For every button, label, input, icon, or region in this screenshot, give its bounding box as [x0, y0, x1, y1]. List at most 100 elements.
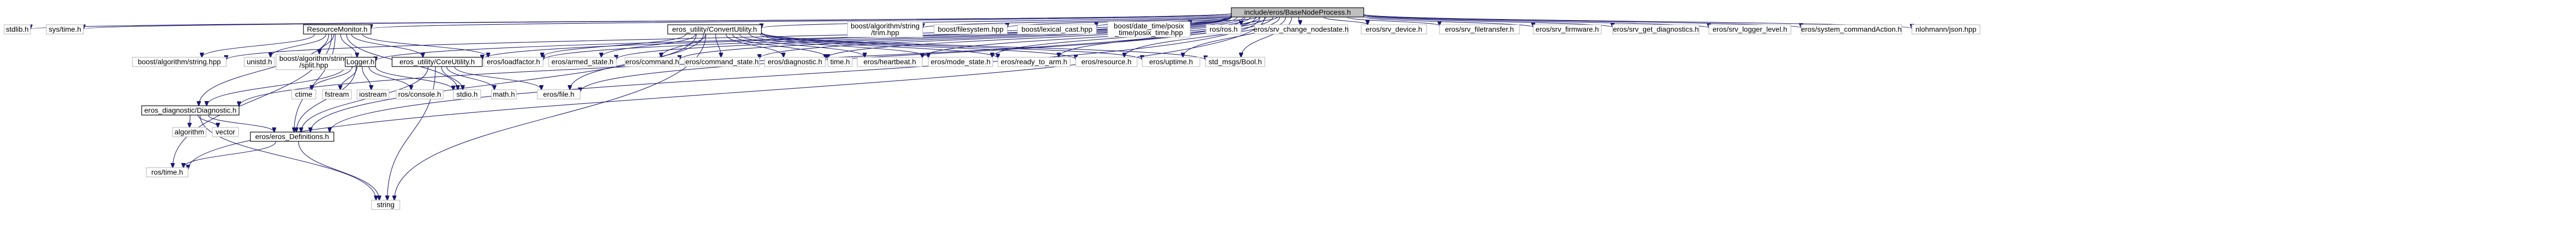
- node-label: vector: [215, 128, 235, 136]
- edge-convutil-to-timeh: [732, 34, 828, 59]
- node-box: [537, 89, 581, 100]
- node-ctime[interactable]: ctime: [291, 89, 316, 100]
- node-stdio[interactable]: stdio.h: [453, 89, 481, 100]
- node-fstream[interactable]: fstream: [322, 89, 352, 100]
- edge-logger-to-ctime: [312, 66, 353, 90]
- node-mathh[interactable]: math.h: [491, 89, 517, 100]
- node-label: ros/console.h: [398, 90, 441, 99]
- node-box: [291, 89, 316, 100]
- node-eros-diag[interactable]: eros_diagnostic/Diagnostic.h: [141, 105, 240, 116]
- node-coreutil[interactable]: eros_utility/CoreUtility.h: [392, 57, 483, 67]
- node-label: eros/system_commandAction.h: [1801, 25, 1902, 34]
- node-box: [1708, 24, 1791, 35]
- node-srv-logger[interactable]: eros/srv_logger_level.h: [1708, 24, 1791, 35]
- node-label: math.h: [493, 90, 515, 99]
- edge-root-to-heartbeat: [922, 17, 1260, 58]
- edge-layer: [30, 13, 1912, 200]
- node-command[interactable]: eros/command.h: [624, 57, 680, 67]
- node-box: [857, 57, 923, 67]
- edge-coreutil-to-filemsg: [454, 66, 541, 90]
- edge-eros_defs-to-rostime: [183, 141, 276, 168]
- node-json[interactable]: nlohmann/json.hpp: [1911, 24, 1980, 35]
- node-box: [1205, 57, 1265, 67]
- node-box: [357, 89, 389, 100]
- edge-convutil-to-ready: [760, 34, 998, 58]
- node-boost-trim[interactable]: boost/algorithm/string/trim.hpp: [847, 21, 923, 38]
- node-box: [244, 57, 275, 67]
- node-mode-state[interactable]: eros/mode_state.h: [928, 57, 993, 67]
- edge-coreutil-to-mathh: [446, 66, 495, 90]
- node-string[interactable]: string: [371, 200, 400, 210]
- edge-root-to-srv_change: [1298, 17, 1300, 25]
- node-filemsg[interactable]: eros/file.h: [537, 89, 581, 100]
- node-rosros[interactable]: ros/ros.h: [1206, 24, 1242, 35]
- node-label: boost/algorithm/string: [279, 54, 348, 62]
- edge-convutil-to-mode_state: [749, 34, 928, 58]
- node-box: [453, 89, 481, 100]
- node-box: [928, 57, 993, 67]
- node-rostime[interactable]: ros/time.h: [146, 167, 189, 177]
- node-stdlib[interactable]: stdlib.h: [4, 24, 31, 35]
- node-box: [396, 89, 444, 100]
- node-sys-cmd[interactable]: eros/system_commandAction.h: [1801, 24, 1902, 35]
- node-timeh[interactable]: time.h: [827, 57, 853, 67]
- node-label: string: [377, 201, 394, 209]
- node-diagnostic-msg[interactable]: eros/diagnostic.h: [764, 57, 826, 67]
- node-heartbeat[interactable]: eros/heartbeat.h: [857, 57, 923, 67]
- node-box: [1107, 21, 1191, 38]
- edge-logger-to-fstream: [341, 66, 358, 90]
- node-boost-split[interactable]: boost/algorithm/string/split.hpp: [276, 54, 352, 70]
- node-resource[interactable]: eros/resource.h: [1075, 57, 1138, 67]
- node-label: eros/diagnostic.h: [768, 58, 822, 66]
- node-srv-firmware[interactable]: eros/srv_firmware.h: [1533, 24, 1602, 35]
- node-eros-defs[interactable]: eros/eros_Definitions.h: [250, 132, 334, 142]
- node-srv-device[interactable]: eros/srv_device.h: [1361, 24, 1427, 35]
- node-logger[interactable]: Logger.h: [345, 57, 376, 67]
- node-label: _time/posix_time.hpp: [1114, 28, 1183, 37]
- node-box: [371, 200, 400, 210]
- edge-eros_diag-to-vector: [197, 115, 218, 127]
- edge-eros_diag-to-eros_defs: [208, 115, 274, 132]
- edge-root-to-command: [680, 17, 1238, 60]
- node-std-bool[interactable]: std_msgs/Bool.h: [1205, 57, 1265, 67]
- edge-root-to-logger: [376, 15, 1232, 61]
- node-box: [684, 57, 760, 67]
- edge-root-to-resource: [1124, 17, 1280, 57]
- node-boost-lex[interactable]: boost/lexical_cast.hpp: [1017, 24, 1097, 35]
- node-label: include/eros/BaseNodeProcess.h: [1244, 8, 1351, 17]
- node-label: stdlib.h: [6, 25, 28, 34]
- node-label: eros_diagnostic/Diagnostic.h: [144, 106, 236, 115]
- node-box: [1911, 24, 1980, 35]
- node-box: [141, 105, 240, 116]
- node-box: [1361, 24, 1427, 35]
- edge-resmon-to-eros_defs: [294, 34, 336, 132]
- node-unistd[interactable]: unistd.h: [244, 57, 275, 67]
- edge-convutil-to-command: [661, 34, 706, 57]
- node-loadfactor[interactable]: eros/loadfactor.h: [483, 57, 544, 67]
- node-iostream[interactable]: iostream: [357, 89, 389, 100]
- node-ready[interactable]: eros/ready_to_arm.h: [997, 57, 1071, 67]
- edge-resmon-to-loadfactor: [362, 34, 488, 57]
- node-rosconsole[interactable]: ros/console.h: [396, 89, 444, 100]
- node-resmon[interactable]: ResourceMonitor.h: [303, 24, 371, 35]
- node-vector[interactable]: vector: [212, 127, 239, 137]
- edge-root-to-eros_defs: [330, 17, 1261, 132]
- node-systime[interactable]: sys/time.h: [46, 24, 84, 35]
- node-srv-change[interactable]: eros/srv_change_nodestate.h: [1253, 24, 1349, 35]
- node-algorithm[interactable]: algorithm: [172, 127, 207, 137]
- node-label: boost/algorithm/string.hpp: [138, 58, 221, 66]
- node-root: include/eros/BaseNodeProcess.h: [1231, 7, 1364, 18]
- node-command-state[interactable]: eros/command_state.h: [684, 57, 760, 67]
- node-box: [1439, 24, 1520, 35]
- node-box: [934, 24, 1008, 35]
- node-boost-ptime[interactable]: boost/date_time/posix_time/posix_time.hp…: [1107, 21, 1191, 38]
- edge-eros_defs-to-string: [298, 141, 379, 200]
- node-boost-fs[interactable]: boost/filesystem.hpp: [934, 24, 1008, 35]
- node-armed[interactable]: eros/armed_state.h: [548, 57, 617, 67]
- node-layer: include/eros/BaseNodeProcess.h stdlib.h sy…: [4, 7, 1980, 210]
- node-srv-getdiag[interactable]: eros/srv_get_diagnostics.h: [1612, 24, 1700, 35]
- node-srv-filetransfer[interactable]: eros/srv_filetransfer.h: [1439, 24, 1520, 35]
- node-boost-string[interactable]: boost/algorithm/string.hpp: [132, 57, 227, 67]
- node-uptime[interactable]: eros/uptime.h: [1142, 57, 1200, 67]
- node-convutil[interactable]: eros_utility/ConvertUtility.h: [667, 24, 762, 35]
